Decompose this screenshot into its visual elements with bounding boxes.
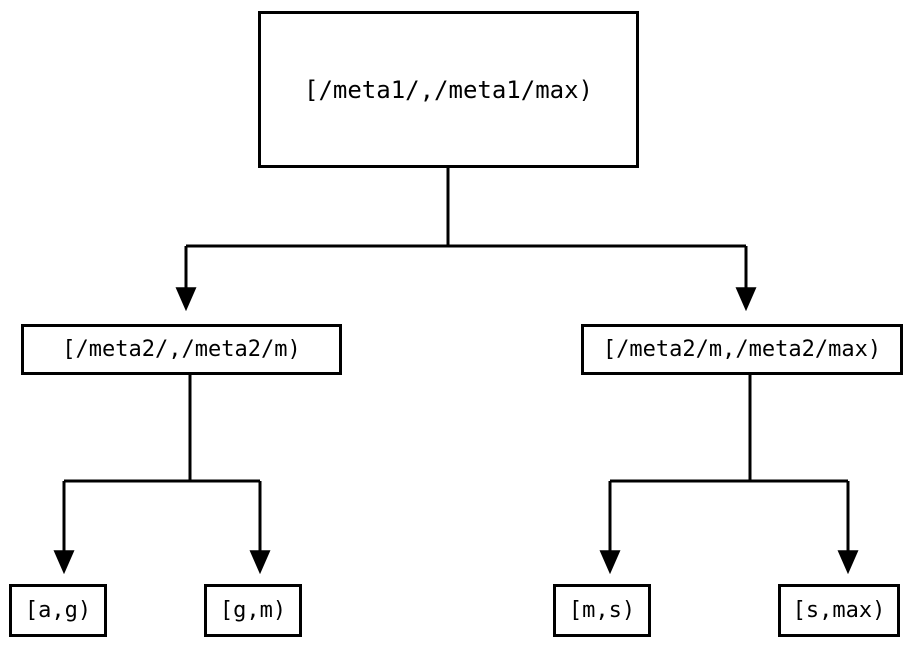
node-root[interactable]: [/meta1/,/meta1/max) <box>258 11 639 168</box>
edge-root-to-mid-level <box>175 168 757 312</box>
node-mid-left[interactable]: [/meta2/,/meta2/m) <box>21 324 342 375</box>
edge-mid-left-to-leaves <box>53 375 271 575</box>
node-leaf-m-s[interactable]: [m,s) <box>553 584 651 637</box>
node-mid-right-label: [/meta2/m,/meta2/max) <box>602 336 882 362</box>
node-mid-right[interactable]: [/meta2/m,/meta2/max) <box>581 324 903 375</box>
node-leaf-g-m[interactable]: [g,m) <box>204 584 302 637</box>
node-leaf-a-g-label: [a,g) <box>24 597 92 623</box>
node-leaf-s-max-label: [s,max) <box>792 597 886 623</box>
node-root-label: [/meta1/,/meta1/max) <box>304 75 593 104</box>
node-leaf-s-max[interactable]: [s,max) <box>778 584 900 637</box>
edge-mid-right-to-leaves <box>599 375 859 575</box>
node-leaf-m-s-label: [m,s) <box>568 597 636 623</box>
node-leaf-a-g[interactable]: [a,g) <box>9 584 107 637</box>
node-mid-left-label: [/meta2/,/meta2/m) <box>62 336 301 362</box>
node-leaf-g-m-label: [g,m) <box>219 597 287 623</box>
